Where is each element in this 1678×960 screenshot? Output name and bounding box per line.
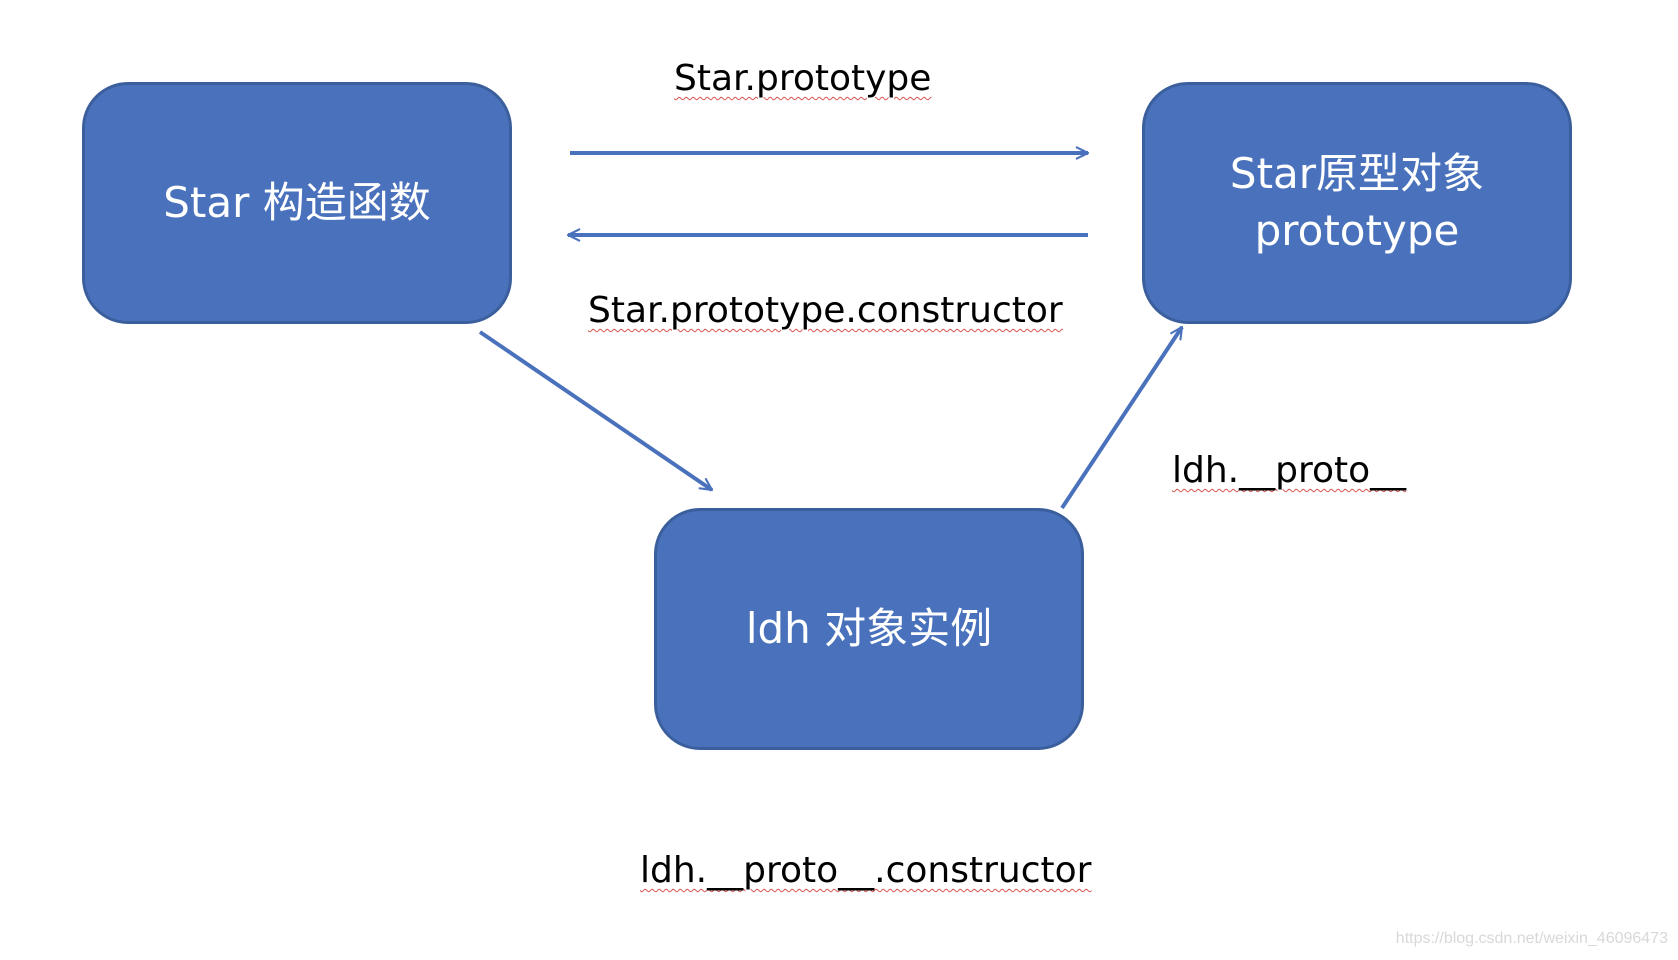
node-star-prototype-object: Star原型对象 prototype (1142, 82, 1572, 324)
node-star-prototype-label-line2: prototype (1254, 206, 1460, 255)
node-ldh-instance-label: ldh 对象实例 (745, 603, 993, 653)
edge-label-ldh-proto-constructor: ldh.__proto__.constructor (640, 850, 1092, 891)
node-ldh-instance: ldh 对象实例 (654, 508, 1084, 750)
node-star-constructor-label: Star 构造函数 (163, 177, 431, 227)
node-star-constructor: Star 构造函数 (82, 82, 512, 324)
edge-label-star-prototype: Star.prototype (674, 58, 932, 99)
edge-label-ldh-proto: ldh.__proto__ (1172, 450, 1407, 491)
watermark-text: https://blog.csdn.net/weixin_46096473 (1395, 930, 1668, 947)
edge-label-prototype-constructor: Star.prototype.constructor (588, 290, 1063, 331)
node-star-prototype-label-line1: Star原型对象 (1229, 149, 1485, 199)
arrow-constructor-to-instance (478, 330, 714, 492)
arrow-instance-to-prototype (1060, 325, 1184, 510)
